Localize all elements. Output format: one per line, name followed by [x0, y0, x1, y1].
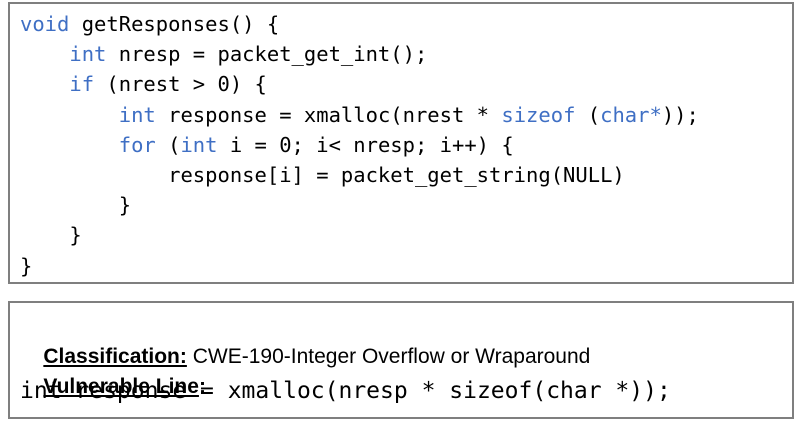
classification-line: Classification: CWE-190-Integer Overflow… [20, 315, 590, 399]
vulnerable-line-heading: Vulnerable Line: [20, 345, 206, 429]
code-line: for (int i = 0; i< nresp; i++) { [20, 130, 514, 160]
code-line: } [20, 190, 131, 220]
vulnerable-line-colon: : [198, 375, 206, 398]
code-text: i = 0; i< nresp; i++) { [217, 132, 514, 157]
code-text: (nrest > 0) { [94, 72, 267, 97]
code-indent [20, 223, 69, 247]
vulnerable-code: int response = xmalloc(nresp * sizeof(ch… [20, 378, 671, 404]
code-text: )); [661, 102, 699, 127]
code-keyword: char* [600, 102, 662, 127]
code-text: nresp = packet_get_int(); [106, 42, 428, 67]
code-indent [20, 103, 119, 127]
code-text: response[i] = packet_get_string(NULL) [168, 163, 625, 187]
code-keyword: int [180, 132, 218, 157]
code-indent [20, 193, 119, 217]
result-panel: Classification: CWE-190-Integer Overflow… [8, 301, 794, 419]
code-text: } [69, 223, 82, 248]
code-line: } [20, 251, 32, 281]
code-line: if (nrest > 0) { [20, 69, 267, 99]
code-text: ( [575, 102, 601, 127]
code-keyword: for [118, 132, 156, 157]
code-indent [20, 72, 69, 96]
code-text: } [118, 193, 132, 218]
vulnerable-line-label: Vulnerable Line [43, 375, 199, 398]
code-line: response[i] = packet_get_string(NULL) [20, 160, 625, 190]
code-keyword: int [69, 42, 107, 67]
code-keyword: if [69, 72, 95, 97]
code-indent [20, 133, 119, 157]
code-indent [20, 163, 168, 187]
code-indent [20, 42, 69, 66]
code-line: void getResponses() { [20, 9, 279, 39]
code-text: ( [155, 132, 181, 157]
code-text: getResponses() { [69, 12, 280, 36]
classification-value: CWE-190-Integer Overflow or Wraparound [186, 345, 591, 368]
code-text: response = xmalloc(nrest * [155, 102, 502, 127]
code-line: int response = xmalloc(nrest * sizeof (c… [20, 100, 699, 130]
code-keyword: int [118, 102, 156, 127]
code-keyword: void [20, 12, 70, 36]
code-keyword: sizeof [501, 102, 576, 127]
code-line: } [20, 220, 82, 250]
code-panel: void getResponses() { int nresp = packet… [8, 2, 794, 284]
code-line: int nresp = packet_get_int(); [20, 39, 427, 69]
code-text: } [20, 253, 33, 278]
classification-label: Classification: [43, 345, 187, 368]
